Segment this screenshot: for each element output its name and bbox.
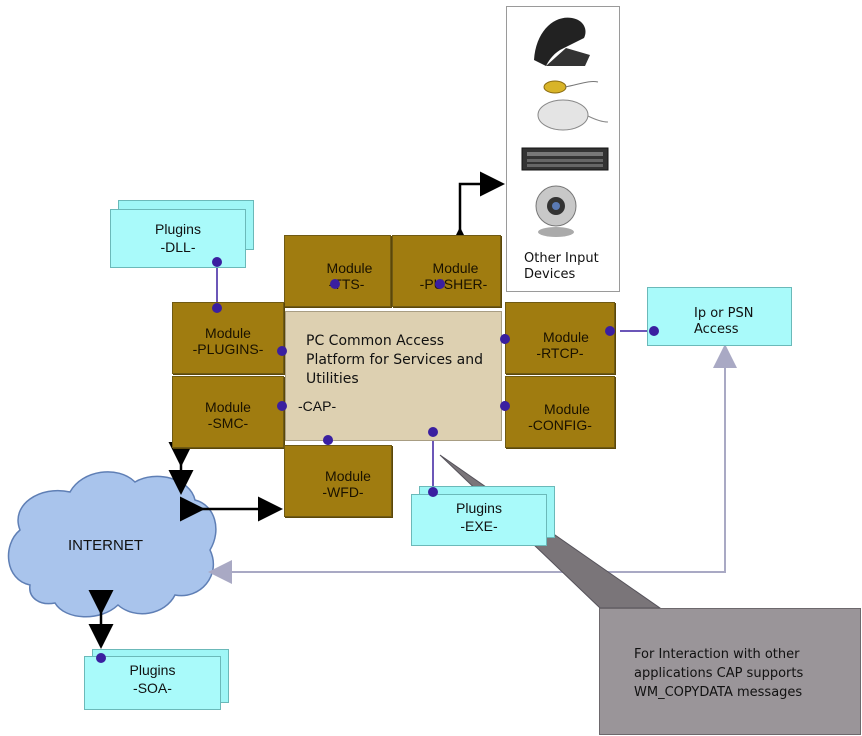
module-rtcp-tag: -RTCP- bbox=[536, 345, 584, 361]
plugin-soa: Plugins -SOA- bbox=[84, 656, 221, 710]
cap-core-platform: PC Common Access Platform for Services a… bbox=[285, 311, 502, 441]
module-plugins-title: Module bbox=[205, 325, 251, 341]
copydata-note-text: For Interaction with other applications … bbox=[634, 647, 804, 700]
module-rtcp: Module -RTCP- bbox=[505, 302, 615, 374]
cap-core-title: PC Common Access Platform for Services a… bbox=[306, 333, 484, 387]
module-pusher-title: Module bbox=[432, 260, 479, 276]
ip-psn-access-label: Ip or PSN Access bbox=[694, 306, 754, 337]
plugin-soa-title: Plugins bbox=[129, 662, 176, 678]
module-tts-tag: -TTS- bbox=[328, 276, 365, 292]
plugin-dll-title: Plugins bbox=[155, 221, 201, 237]
ip-psn-access: Ip or PSN Access bbox=[647, 287, 792, 346]
module-tts: Module -TTS- bbox=[284, 235, 391, 307]
module-pusher: Module -PUSHER- bbox=[392, 235, 501, 307]
plugin-exe-title: Plugins bbox=[456, 500, 502, 516]
cap-core-tag: -CAP- bbox=[298, 398, 337, 414]
plugin-dll-tag: -DLL- bbox=[160, 239, 196, 255]
internet-to-access-line bbox=[208, 344, 737, 584]
module-plugins: Module -PLUGINS- bbox=[172, 302, 284, 374]
input-devices-panel: Other Input Devices bbox=[506, 6, 620, 292]
module-smc: Module -SMC- bbox=[172, 376, 284, 448]
module-wfd-tag: -WFD- bbox=[322, 484, 364, 500]
module-wfd-title: Module bbox=[325, 468, 371, 484]
module-wfd: Module -WFD- bbox=[284, 445, 392, 517]
plugin-dll: Plugins -DLL- bbox=[110, 209, 246, 268]
copydata-note: For Interaction with other applications … bbox=[599, 608, 861, 735]
module-config-tag: -CONFIG- bbox=[528, 417, 592, 433]
module-smc-tag: -SMC- bbox=[207, 415, 249, 431]
devices-arrow bbox=[447, 171, 505, 252]
module-plugins-tag: -PLUGINS- bbox=[192, 341, 264, 357]
plugin-exe: Plugins -EXE- bbox=[411, 494, 547, 546]
devices-caption: Other Input Devices bbox=[524, 251, 599, 282]
plugin-exe-tag: -EXE- bbox=[460, 518, 498, 534]
module-tts-title: Module bbox=[326, 260, 373, 276]
module-pusher-tag: -PUSHER- bbox=[419, 276, 488, 292]
internet-label: INTERNET bbox=[68, 537, 143, 554]
module-rtcp-title: Module bbox=[543, 329, 589, 345]
module-config: Module -CONFIG- bbox=[505, 376, 615, 448]
module-smc-title: Module bbox=[205, 399, 251, 415]
module-config-title: Module bbox=[544, 401, 590, 417]
plugin-soa-tag: -SOA- bbox=[133, 680, 172, 696]
